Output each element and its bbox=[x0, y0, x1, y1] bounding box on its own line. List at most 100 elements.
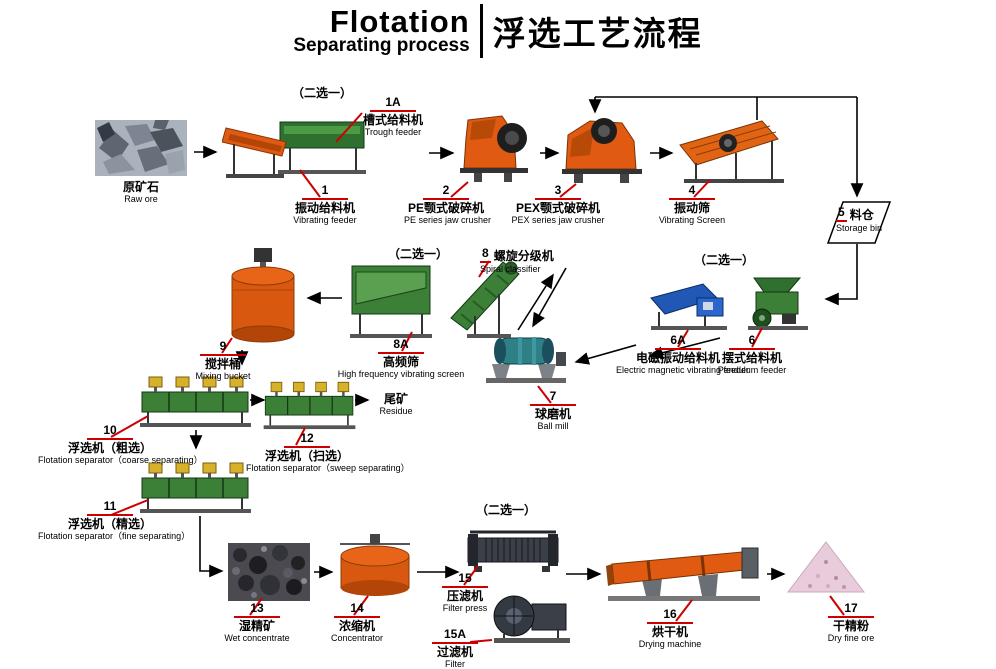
label-number: 7 bbox=[530, 390, 576, 406]
mixing-bucket-illustration bbox=[231, 248, 295, 343]
flotation-sweep-image bbox=[262, 372, 357, 430]
label-number: 15 bbox=[442, 572, 488, 588]
pe-jaw-crusher-illustration bbox=[460, 115, 528, 182]
label-zh: 球磨机 bbox=[534, 407, 571, 421]
title-divider bbox=[479, 4, 483, 58]
label-number: 14 bbox=[334, 602, 380, 618]
concentrator-image bbox=[336, 530, 414, 598]
label-zh: 槽式给料机 bbox=[362, 113, 423, 127]
label-number: 3 bbox=[535, 184, 581, 200]
filter-press-image bbox=[464, 524, 562, 574]
choose-one-label-feeder: （二选一） bbox=[292, 86, 353, 100]
label-number: 6 bbox=[729, 334, 775, 350]
label-row: 5 料仓 bbox=[836, 206, 888, 222]
label-filter-press: 15 压滤机 Filter press bbox=[422, 572, 508, 613]
label-en: Flotation separator（fine separating） bbox=[38, 531, 191, 541]
label-number: 11 bbox=[87, 500, 133, 516]
label-dry-fine-ore: 17 干精粉 Dry fine ore bbox=[804, 602, 898, 644]
dry-fine-ore-image bbox=[786, 538, 866, 596]
label-number: 12 bbox=[284, 432, 330, 448]
label-en: Flotation separator（coarse separating） bbox=[38, 455, 203, 465]
label-vibrating-feeder: 1 振动给料机 Vibrating feeder bbox=[288, 184, 362, 226]
title-english-line2: Separating process bbox=[293, 35, 470, 56]
label-en: Raw ore bbox=[124, 194, 158, 204]
label-en: Filter press bbox=[442, 603, 488, 613]
label-mixing-bucket: 9 搅拌桶 Mixing bucket bbox=[184, 340, 262, 382]
label-zh: 振动筛 bbox=[673, 201, 710, 215]
flotation-coarse-image bbox=[138, 366, 253, 428]
label-zh: 摆式给料机 bbox=[721, 351, 782, 365]
label-zh: 尾矿 bbox=[383, 392, 408, 406]
label-zh: 搅拌桶 bbox=[204, 357, 241, 371]
label-residue: 尾矿 Residue bbox=[364, 392, 428, 416]
label-concentrator: 14 浓缩机 Concentrator bbox=[310, 602, 404, 644]
pex-jaw-crusher-illustration bbox=[562, 118, 642, 183]
label-number: 10 bbox=[87, 424, 133, 440]
label-pe-jaw-crusher: 2 PE颚式破碎机 PE series jaw crusher bbox=[404, 184, 492, 226]
label-en: Filter bbox=[445, 659, 465, 669]
pe-jaw-crusher-image bbox=[458, 112, 536, 187]
raw-ore-image bbox=[95, 118, 187, 178]
wet-concentrate-illustration bbox=[228, 543, 310, 601]
hf-screen-image bbox=[340, 260, 442, 340]
title-english-line1: Flotation bbox=[329, 4, 470, 39]
label-zh: 电磁振动给料机 bbox=[635, 351, 720, 365]
mixing-bucket-image bbox=[224, 248, 302, 348]
label-en: Drying machine bbox=[638, 639, 702, 649]
label-zh: 原矿石 bbox=[122, 180, 159, 194]
label-wet-concentrate: 13 湿精矿 Wet concentrate bbox=[210, 602, 304, 644]
spiral-classifier-illustration bbox=[450, 261, 520, 338]
label-en: Electric magnetic vibrating feeder bbox=[616, 365, 750, 375]
label-zh: 压滤机 bbox=[446, 589, 483, 603]
label-number: 2 bbox=[423, 184, 469, 200]
magnetic-feeder-illustration bbox=[650, 283, 727, 330]
label-number: 9 bbox=[200, 340, 246, 356]
label-flotation-coarse: 10 浮选机（粗选） Flotation separator（coarse se… bbox=[38, 424, 203, 466]
label-hf-screen: 8A 高频筛 High frequency vibrating screen bbox=[336, 338, 466, 380]
vibrating-screen-illustration bbox=[679, 120, 784, 183]
flow-arrows bbox=[189, 97, 864, 581]
label-number: 1 bbox=[302, 184, 348, 200]
page-title: Flotation Separating process 浮选工艺流程 bbox=[0, 4, 996, 58]
label-zh: 振动给料机 bbox=[294, 201, 355, 215]
ball-mill-image bbox=[484, 326, 568, 388]
label-zh: 过滤机 bbox=[436, 645, 473, 659]
label-drying-machine: 16 烘干机 Drying machine bbox=[626, 608, 714, 650]
choose-one-label-filters: （二选一） bbox=[476, 503, 537, 517]
label-en: PEX series jaw crusher bbox=[511, 215, 605, 225]
label-number: 15A bbox=[432, 628, 478, 644]
storage-bin-shape bbox=[826, 201, 892, 244]
title-english: Flotation Separating process bbox=[293, 6, 469, 56]
filter-image bbox=[488, 590, 576, 650]
choose-one-label-feeders: （二选一） bbox=[694, 253, 755, 267]
drying-machine-image bbox=[606, 540, 764, 608]
label-en: PE series jaw crusher bbox=[404, 215, 492, 225]
label-flotation-sweep: 12 浮选机（扫选） Flotation separator（sweep sep… bbox=[246, 432, 410, 474]
flotation-fine-illustration bbox=[140, 462, 251, 513]
label-zh: 高频筛 bbox=[382, 355, 419, 369]
label-en: Vibrating Screen bbox=[658, 215, 726, 225]
label-number: 8 bbox=[480, 247, 491, 263]
label-row: 8 螺旋分级机 bbox=[480, 247, 576, 263]
label-zh: 干精粉 bbox=[832, 619, 869, 633]
label-trough-feeder: 1A 槽式给料机 Trough feeder bbox=[358, 96, 428, 138]
label-spiral-classifier: 8 螺旋分级机 Spiral classifier bbox=[480, 247, 576, 274]
label-zh: 湿精矿 bbox=[238, 619, 275, 633]
flow-lines bbox=[595, 96, 857, 120]
label-zh: PE颚式破碎机 bbox=[407, 201, 484, 215]
label-en: Mixing bucket bbox=[195, 371, 251, 381]
choose-one-label-classifier: （二选一） bbox=[388, 247, 449, 261]
label-pex-jaw-crusher: 3 PEX颚式破碎机 PEX series jaw crusher bbox=[510, 184, 606, 226]
label-en: Ball mill bbox=[537, 421, 569, 431]
callout-leader-lines bbox=[110, 112, 845, 643]
spiral-classifier-image bbox=[445, 252, 527, 340]
label-ball-mill: 7 球磨机 Ball mill bbox=[520, 390, 586, 431]
label-zh: 浮选机（扫选） bbox=[264, 449, 349, 463]
label-filter: 15A 过滤机 Filter bbox=[416, 628, 494, 669]
label-storage-bin: 5 料仓 Storage bin bbox=[836, 206, 888, 233]
label-zh: 烘干机 bbox=[651, 625, 688, 639]
filter-press-illustration bbox=[467, 530, 559, 572]
label-zh: 螺旋分级机 bbox=[493, 249, 554, 263]
label-number: 16 bbox=[647, 608, 693, 624]
